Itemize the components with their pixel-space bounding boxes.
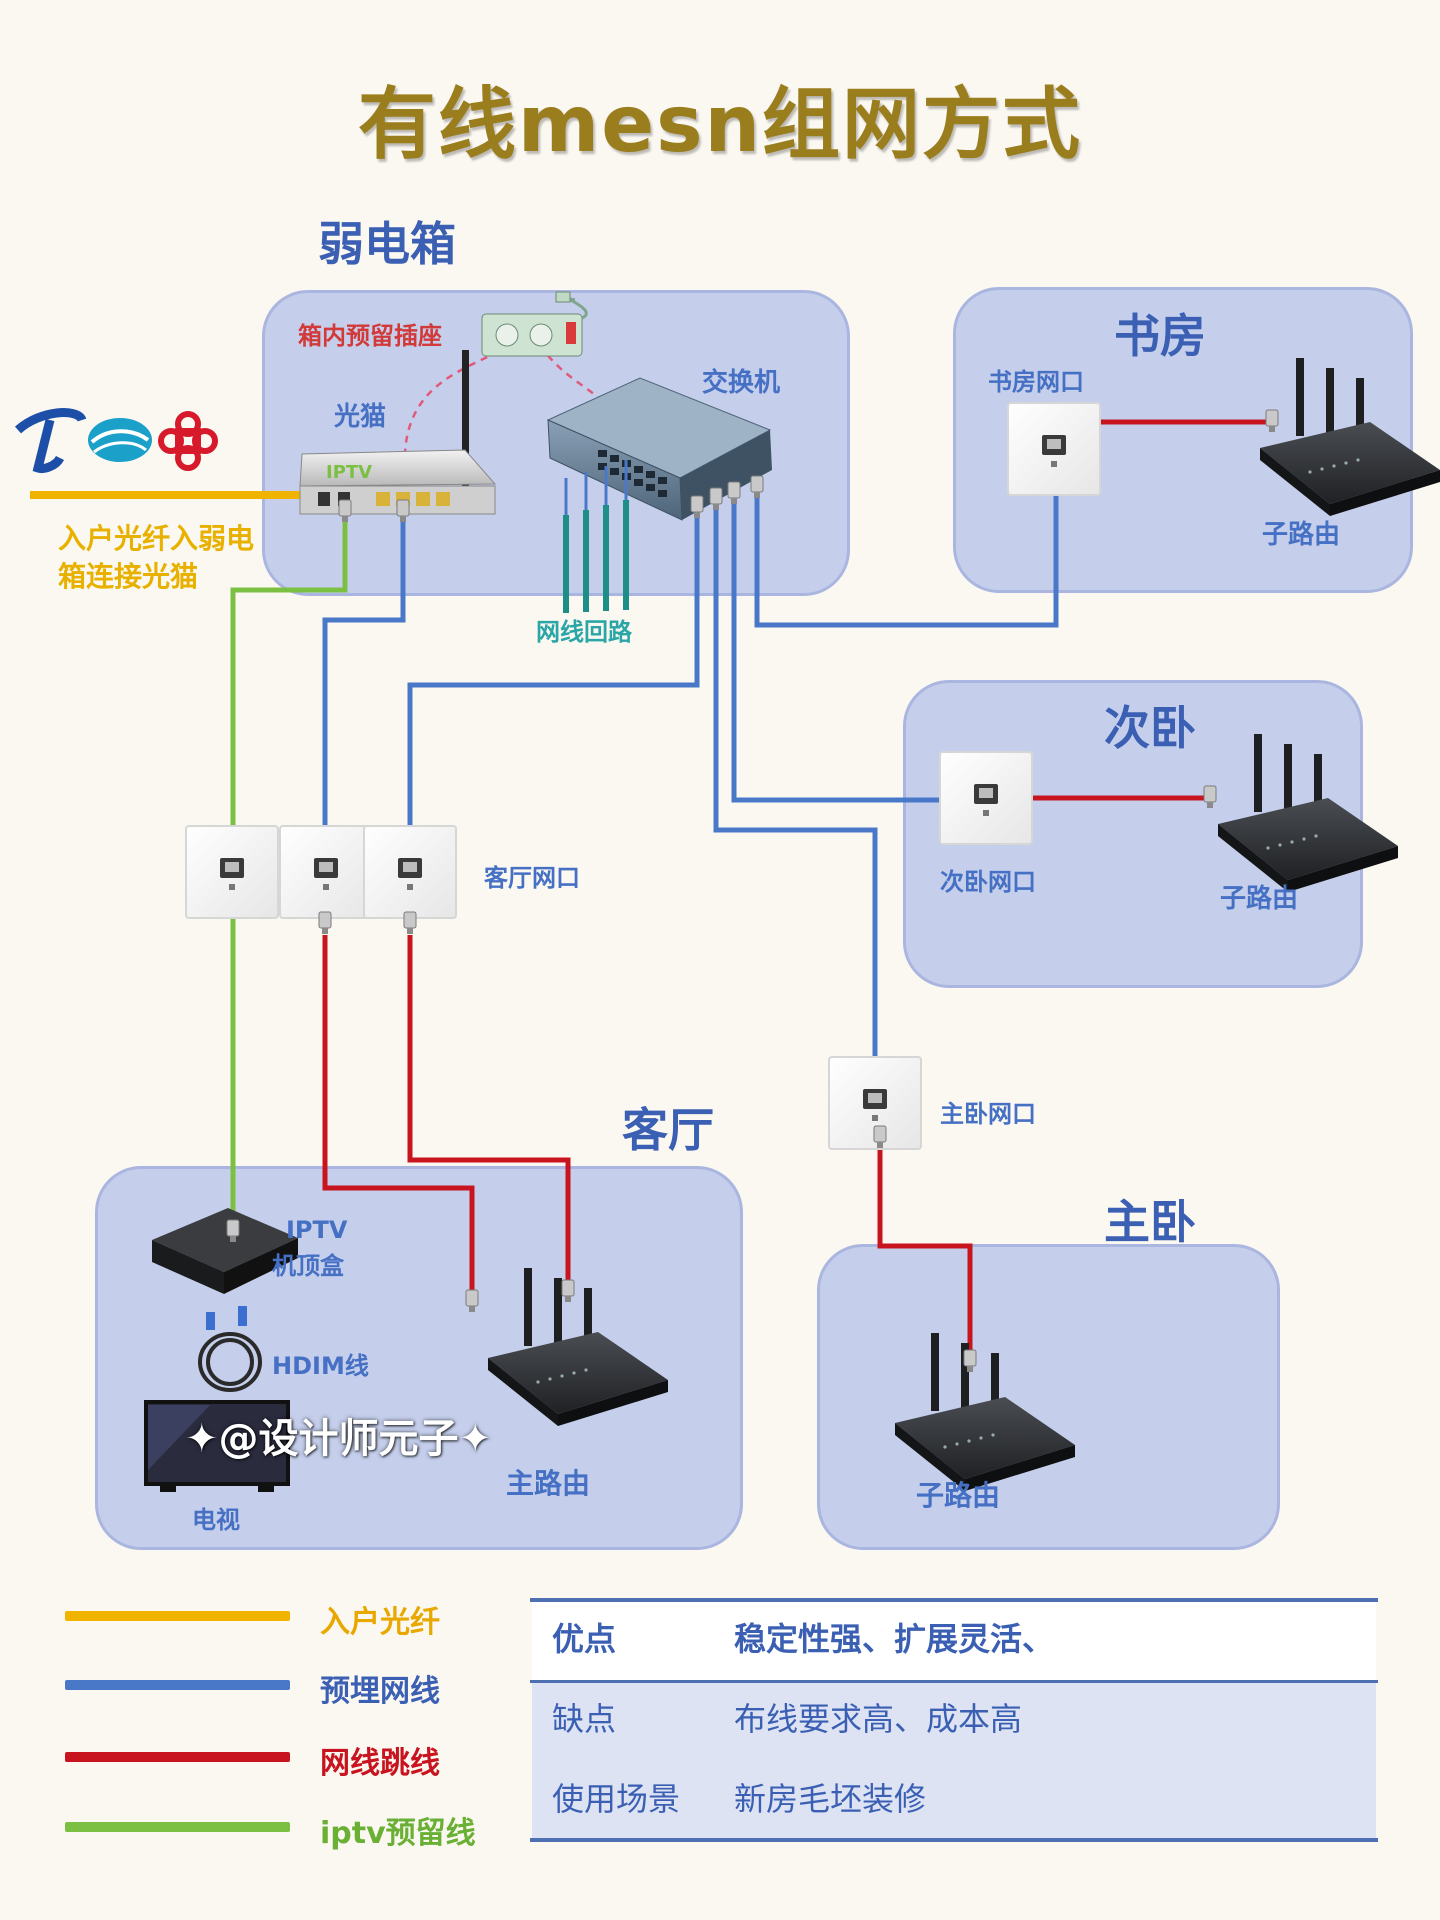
- box-socket-label: 箱内预留插座: [298, 322, 442, 350]
- patch-cables: [322, 419, 1270, 1360]
- switch-icon: [546, 377, 772, 521]
- living-room-title: 客厅: [622, 1103, 714, 1157]
- study-title: 书房: [1114, 309, 1206, 363]
- info-value-pros: 稳定性强、扩展灵活、: [734, 1620, 1055, 1658]
- cable-loop-label: 网线回路: [536, 618, 632, 646]
- legend-label-iptv: iptv预留线: [320, 1816, 476, 1851]
- legend-label-fiber: 入户光纤: [320, 1605, 440, 1640]
- iptv-port-label: IPTV: [326, 462, 373, 483]
- tv-label: 电视: [192, 1506, 240, 1534]
- info-value-cons: 布线要求高、成本高: [734, 1700, 1023, 1738]
- legend-line-fiber: [65, 1611, 290, 1621]
- iptv-box-label-line2: 机顶盒: [272, 1252, 344, 1280]
- china-unicom-icon: [158, 411, 218, 471]
- info-key-cons: 缺点: [552, 1700, 617, 1738]
- modem-icon: [299, 350, 497, 515]
- info-table-top-border: [530, 1598, 1378, 1602]
- hdmi-label: HDIM线: [272, 1352, 369, 1380]
- china-mobile-icon: [88, 418, 152, 462]
- info-value-scenario: 新房毛坯装修: [734, 1780, 927, 1818]
- main-router-label: 主路由: [506, 1467, 591, 1500]
- info-table-divider: [530, 1680, 1378, 1683]
- living-port-label: 客厅网口: [484, 864, 580, 892]
- modem-label: 光猫: [334, 402, 387, 432]
- main-router-icon: [488, 1268, 668, 1426]
- living-port-1-icon: [185, 825, 279, 919]
- legend-label-patch: 网线跳线: [320, 1746, 440, 1781]
- power-strip-icon: [481, 291, 588, 357]
- second-bedroom-title: 次卧: [1104, 701, 1196, 755]
- study-port-label: 书房网口: [988, 368, 1084, 396]
- info-key-scenario: 使用场景: [552, 1780, 681, 1818]
- iptv-box-icon: [152, 1208, 298, 1294]
- master-router-label: 子路由: [916, 1479, 1001, 1512]
- study-router-label: 子路由: [1262, 520, 1341, 550]
- study-port-icon: [1007, 402, 1101, 496]
- weak-box-title: 弱电箱: [318, 217, 456, 271]
- info-rows-bg: [532, 1683, 1376, 1838]
- embedded-cables: [322, 490, 1059, 1060]
- second-port-icon: [939, 751, 1033, 845]
- study-router-icon: [1260, 358, 1440, 516]
- living-port-2-icon: [279, 825, 373, 919]
- legend-line-embedded: [65, 1680, 290, 1690]
- legend-line-iptv: [65, 1822, 290, 1832]
- fiber-note-line2: 箱连接光猫: [58, 560, 199, 593]
- second-router-icon: [1218, 734, 1398, 892]
- hdmi-cable-icon: [198, 1332, 262, 1392]
- master-port-label: 主卧网口: [940, 1100, 1036, 1128]
- cable-loop-icon: [563, 500, 629, 613]
- iptv-box-label-line1: IPTV: [286, 1216, 348, 1244]
- fiber-note-line1: 入户光纤入弱电: [58, 522, 255, 555]
- master-router-icon: [895, 1333, 1075, 1491]
- china-telecom-icon: [14, 408, 87, 473]
- watermark: ✦@设计师元子✦: [185, 1416, 493, 1462]
- page-title: 有线mesn组网方式: [357, 80, 1083, 170]
- living-port-3-icon: [363, 825, 457, 919]
- legend-line-patch: [65, 1752, 290, 1762]
- info-row-pros-bg: [532, 1602, 1376, 1680]
- second-router-label: 子路由: [1220, 884, 1299, 914]
- master-bedroom-title: 主卧: [1104, 1195, 1196, 1249]
- info-table-bottom-border: [530, 1838, 1378, 1842]
- tv-icon: [144, 1400, 290, 1492]
- legend-label-embedded: 预埋网线: [320, 1674, 440, 1709]
- master-bedroom-panel: [817, 1244, 1280, 1550]
- second-port-label: 次卧网口: [940, 868, 1036, 896]
- switch-label: 交换机: [702, 368, 781, 398]
- info-key-pros: 优点: [552, 1620, 617, 1658]
